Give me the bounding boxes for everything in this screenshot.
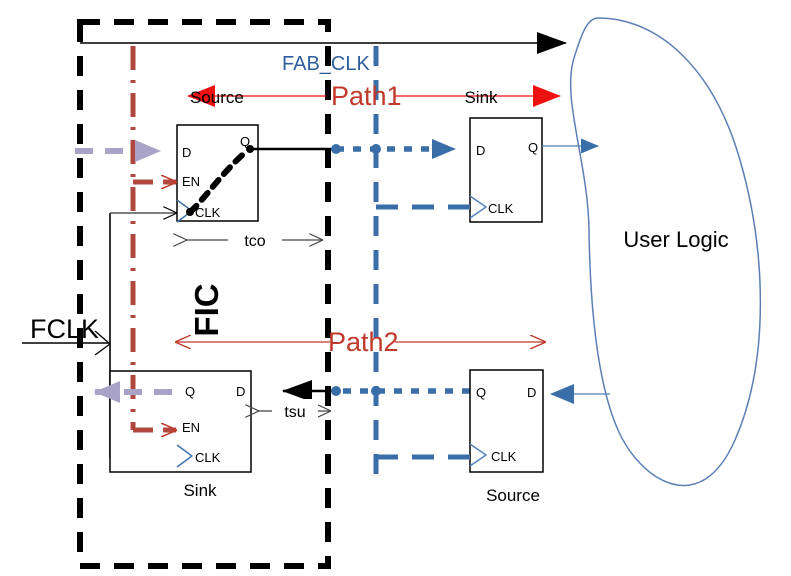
ff-source-fic-pin-clk: CLK bbox=[195, 205, 221, 220]
ff-sink-user-pin-q: Q bbox=[528, 140, 538, 155]
ff-source-fic-tco-arc bbox=[187, 147, 251, 215]
path1-label: Path1 bbox=[331, 81, 402, 111]
user-logic-label: User Logic bbox=[623, 227, 728, 252]
ff-source-user-pin-q: Q bbox=[476, 385, 486, 400]
tsu-label-bg bbox=[272, 399, 318, 421]
tco-label: tco bbox=[244, 233, 265, 250]
tco-label-bg bbox=[228, 228, 282, 250]
fab-clk-label: FAB_CLK bbox=[282, 53, 370, 75]
path1-sink-label: Sink bbox=[464, 88, 498, 107]
ff-source-user-role-label: Source bbox=[486, 486, 540, 505]
user-logic-blob bbox=[569, 17, 762, 487]
ff-source-fic-clk-dot bbox=[186, 208, 194, 216]
path1-data-node-left bbox=[331, 144, 341, 154]
path2-data-node-left bbox=[331, 386, 341, 396]
ff-sink-fic-body bbox=[109, 370, 252, 473]
fic-label: FIC bbox=[188, 283, 225, 336]
ff-source-user-pin-clk: CLK bbox=[491, 449, 517, 464]
ff-source-fic-body bbox=[176, 124, 259, 222]
ff-sink-fic-pin-clk: CLK bbox=[195, 450, 221, 465]
ff-sink-user-clk-wedge bbox=[469, 195, 488, 219]
fic-boundary-box bbox=[77, 19, 331, 569]
ff-sink-fic-pin-d: D bbox=[236, 384, 245, 399]
ff-sink-fic-role-label: Sink bbox=[183, 481, 217, 500]
ff-source-user-clk-wedge bbox=[469, 443, 488, 467]
ff-sink-user-pin-clk: CLK bbox=[488, 201, 514, 216]
ff-source-user-pin-d: D bbox=[527, 385, 536, 400]
ff-sink-fic-pin-en: EN bbox=[182, 420, 200, 435]
ff-sink-user-pin-d: D bbox=[476, 143, 485, 158]
path2-label: Path2 bbox=[328, 327, 399, 357]
fab-clk-node-top bbox=[371, 144, 381, 154]
path1-source-label: Source bbox=[190, 88, 244, 107]
ff-source-user-body bbox=[469, 369, 544, 473]
ff-source-fic-pin-d: D bbox=[182, 145, 191, 160]
fab-clk-node-bottom bbox=[371, 386, 381, 396]
tsu-label: tsu bbox=[284, 404, 305, 421]
ff-sink-fic-clk-wedge bbox=[176, 444, 194, 468]
ff-sink-fic-pin-q: Q bbox=[185, 384, 195, 399]
ff-source-fic-pin-en: EN bbox=[182, 174, 200, 189]
ff-source-fic-pin-q: Q bbox=[240, 134, 250, 149]
fclk-label: FCLK bbox=[30, 314, 99, 344]
